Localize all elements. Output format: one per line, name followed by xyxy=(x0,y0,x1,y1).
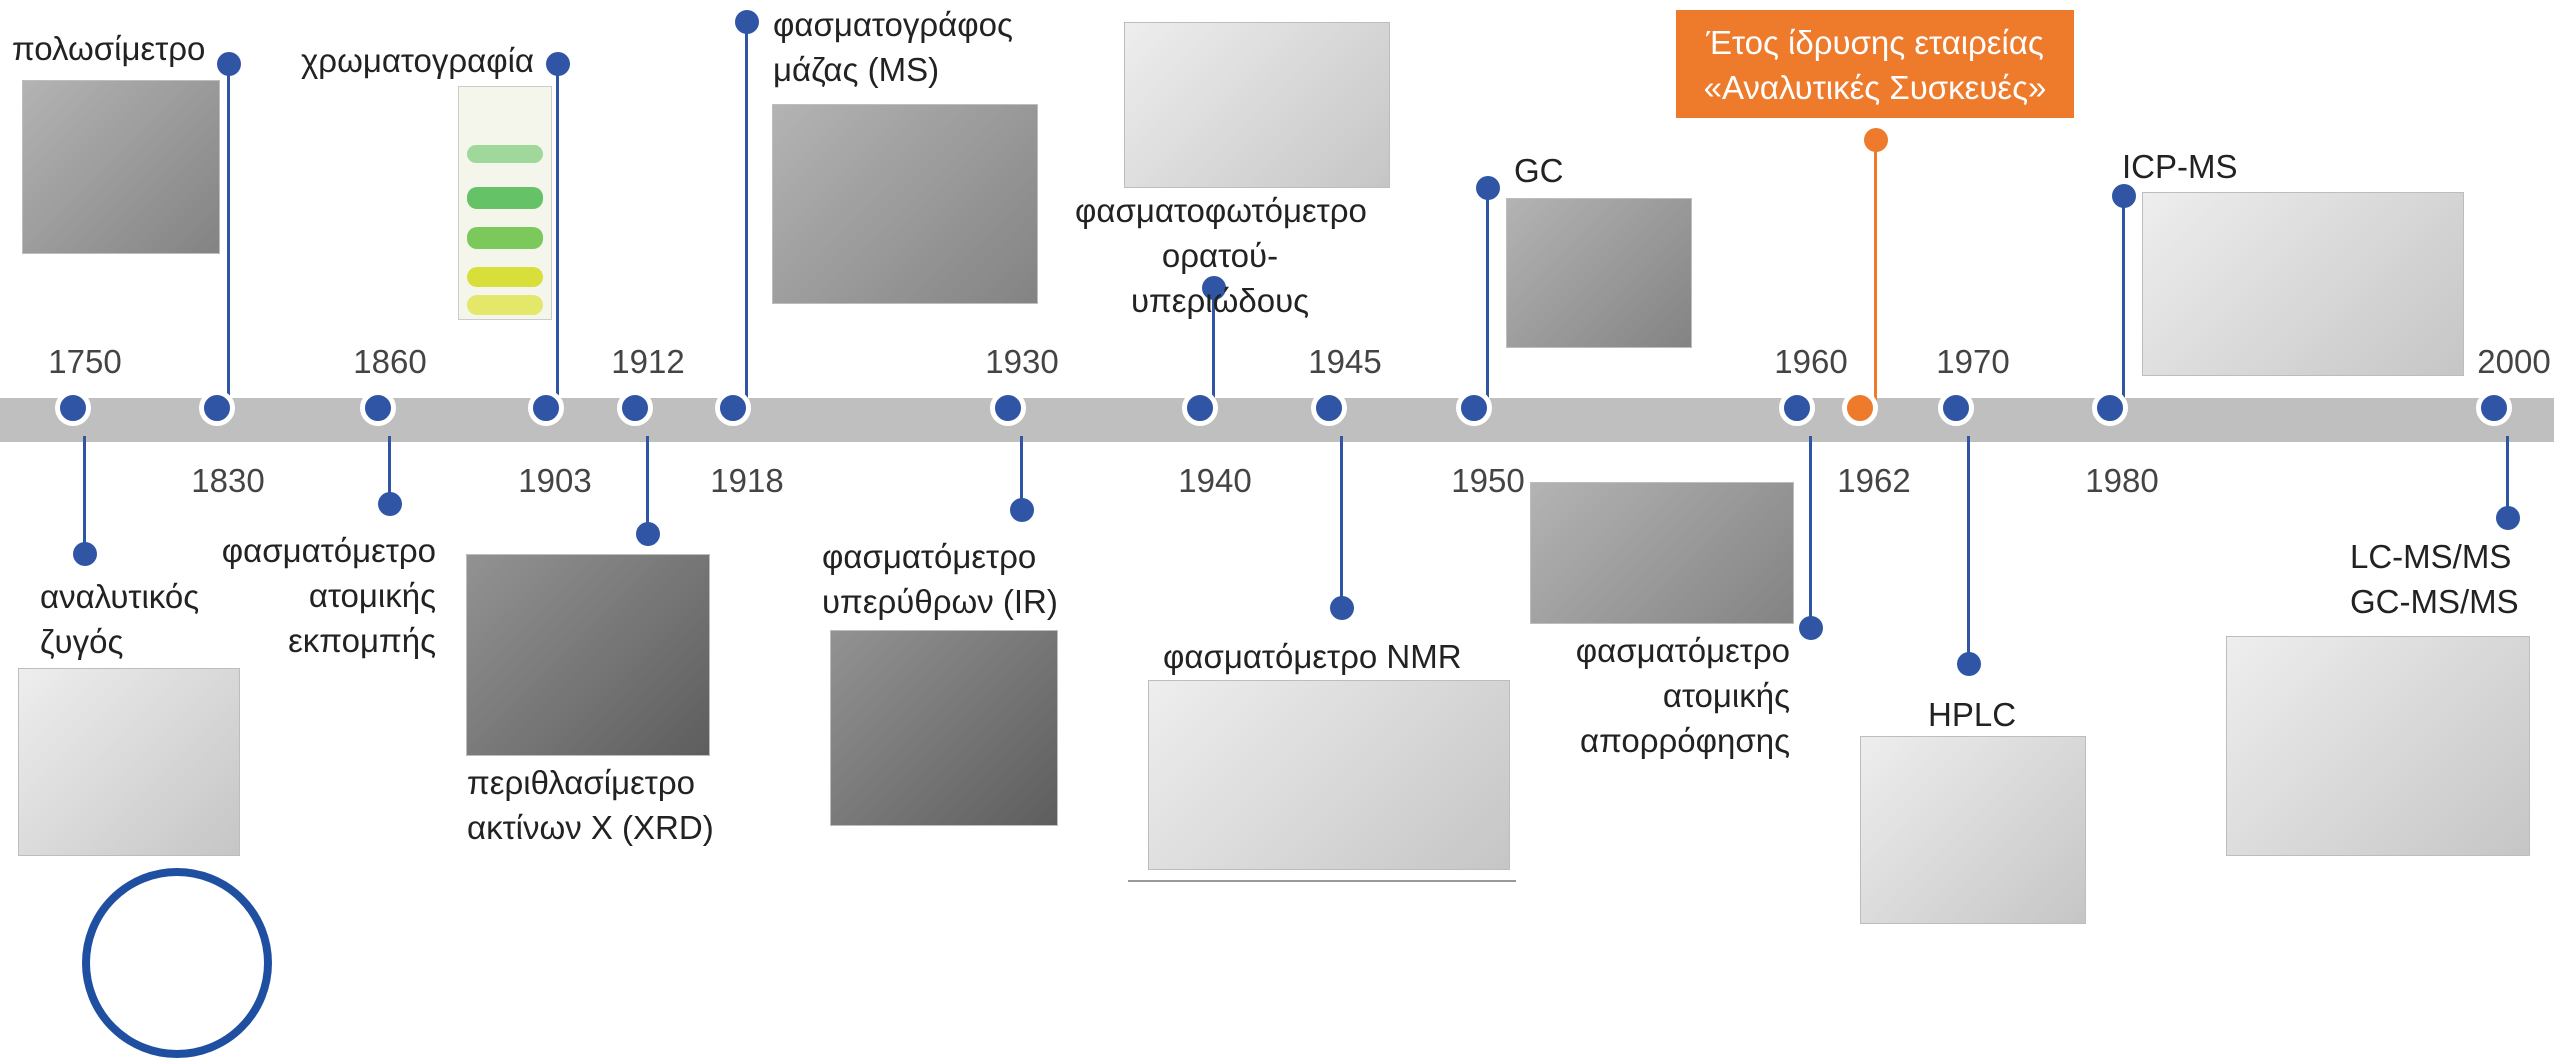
enddot-1980 xyxy=(2112,184,2136,208)
organization-seal-logo xyxy=(82,868,272,1058)
stem-1940 xyxy=(1212,288,1215,404)
stem-1970 xyxy=(1967,436,1970,664)
enddot-1945 xyxy=(1330,596,1354,620)
stem-2000 xyxy=(2506,436,2509,518)
timeline-dot-1750 xyxy=(55,390,91,426)
tlc-band-5 xyxy=(467,295,543,315)
year-1940: 1940 xyxy=(1178,462,1252,499)
enddot-1903 xyxy=(546,52,570,76)
enddot-1962 xyxy=(1864,128,1888,152)
timeline-dot-1930 xyxy=(990,390,1026,426)
icp-ms-photo xyxy=(2142,192,2464,376)
enddot-1830 xyxy=(217,52,241,76)
enddot-1970 xyxy=(1957,652,1981,676)
label-polarimeter: πολωσίμετρο xyxy=(12,30,206,67)
stem-1980 xyxy=(2122,196,2125,404)
stem-1950 xyxy=(1486,188,1489,404)
label-ir: φασματόμετρο υπερύθρων (IR) xyxy=(822,538,1058,620)
timeline-bar xyxy=(0,398,2554,442)
analytical-balance-photo xyxy=(18,668,240,856)
year-1903: 1903 xyxy=(518,462,592,499)
tlc-band-2 xyxy=(467,187,543,209)
label-aas: φασματόμετρο ατομικής απορρόφησης xyxy=(1575,632,1790,759)
timeline-dot-1830 xyxy=(199,390,235,426)
stem-1962 xyxy=(1874,140,1877,404)
enddot-1930 xyxy=(1010,498,1034,522)
ir-spectrometer-photo xyxy=(830,630,1058,826)
enddot-1912 xyxy=(636,522,660,546)
timeline-dot-1945 xyxy=(1311,390,1347,426)
year-1860: 1860 xyxy=(353,343,427,380)
timeline-dot-2000 xyxy=(2476,390,2512,426)
timeline-dot-1960 xyxy=(1779,390,1815,426)
xrd-photo xyxy=(466,554,710,756)
label-lcms: LC-MS/MS GC-MS/MS xyxy=(2350,538,2519,620)
nmr-spectrometer-photo xyxy=(1148,680,1510,870)
label-icpms: ICP-MS xyxy=(2122,148,2238,185)
label-xrd: περιθλασίμετρο ακτίνων Χ (XRD) xyxy=(467,764,714,846)
aas-photo xyxy=(1530,482,1794,624)
year-1918: 1918 xyxy=(710,462,784,499)
label-uvvis: φασματοφωτόμετρο ορατού-υπεριώδους xyxy=(1075,192,1367,319)
enddot-1940 xyxy=(1202,276,1226,300)
label-nmr: φασματόμετρο NMR xyxy=(1163,638,1462,675)
timeline-dot-1912 xyxy=(617,390,653,426)
timeline-dot-1970 xyxy=(1938,390,1974,426)
label-ms: φασματογράφος μάζας (MS) xyxy=(773,6,1013,88)
lc-ms-photo xyxy=(2226,636,2530,856)
enddot-1950 xyxy=(1476,176,1500,200)
timeline-dot-1940 xyxy=(1182,390,1218,426)
timeline-dot-1950 xyxy=(1456,390,1492,426)
stem-1860 xyxy=(388,436,391,506)
timeline-dot-1918 xyxy=(715,390,751,426)
year-1830: 1830 xyxy=(191,462,265,499)
tlc-plate-photo xyxy=(458,86,552,320)
nmr-baseline xyxy=(1128,880,1516,882)
stem-1918 xyxy=(745,22,748,404)
tlc-band-3 xyxy=(467,227,543,249)
hplc-photo xyxy=(1860,736,2086,924)
enddot-1918 xyxy=(735,10,759,34)
stem-1960 xyxy=(1809,436,1812,628)
timeline-dot-1962 xyxy=(1842,390,1878,426)
year-2000: 2000 xyxy=(2477,343,2551,380)
year-1750: 1750 xyxy=(48,343,122,380)
tlc-band-1 xyxy=(467,145,543,163)
uv-vis-spectrophotometer-photo xyxy=(1124,22,1390,188)
timeline-dot-1860 xyxy=(360,390,396,426)
year-1945: 1945 xyxy=(1308,343,1382,380)
stem-1903 xyxy=(556,64,559,404)
stem-1945 xyxy=(1340,436,1343,608)
timeline-dot-1980 xyxy=(2092,390,2128,426)
enddot-1860 xyxy=(378,492,402,516)
stem-1912 xyxy=(646,436,649,536)
gc-photo xyxy=(1506,198,1692,348)
founding-year-callout: Έτος ίδρυσης εταιρείας «Αναλυτικές Συσκε… xyxy=(1676,10,2074,118)
year-1950: 1950 xyxy=(1451,462,1525,499)
enddot-1750 xyxy=(73,542,97,566)
stem-1830 xyxy=(227,64,230,404)
tlc-band-4 xyxy=(467,267,543,287)
label-gc: GC xyxy=(1514,152,1564,189)
year-1912: 1912 xyxy=(611,343,685,380)
enddot-1960 xyxy=(1799,616,1823,640)
year-1980: 1980 xyxy=(2085,462,2159,499)
polarimeter-photo xyxy=(22,80,220,254)
stem-1930 xyxy=(1020,436,1023,512)
label-balance: αναλυτικός ζυγός xyxy=(40,578,200,660)
enddot-2000 xyxy=(2496,506,2520,530)
callout-text: Έτος ίδρυσης εταιρείας «Αναλυτικές Συσκε… xyxy=(1703,24,2047,106)
year-1960: 1960 xyxy=(1774,343,1848,380)
timeline-dot-1903 xyxy=(528,390,564,426)
mass-spectrograph-photo xyxy=(772,104,1038,304)
label-aes: φασματόμετρο ατομικής εκπομπής xyxy=(221,532,436,659)
year-1970: 1970 xyxy=(1936,343,2010,380)
year-1930: 1930 xyxy=(985,343,1059,380)
year-1962: 1962 xyxy=(1837,462,1911,499)
stem-1750 xyxy=(83,436,86,556)
label-hplc: HPLC xyxy=(1928,696,2017,733)
